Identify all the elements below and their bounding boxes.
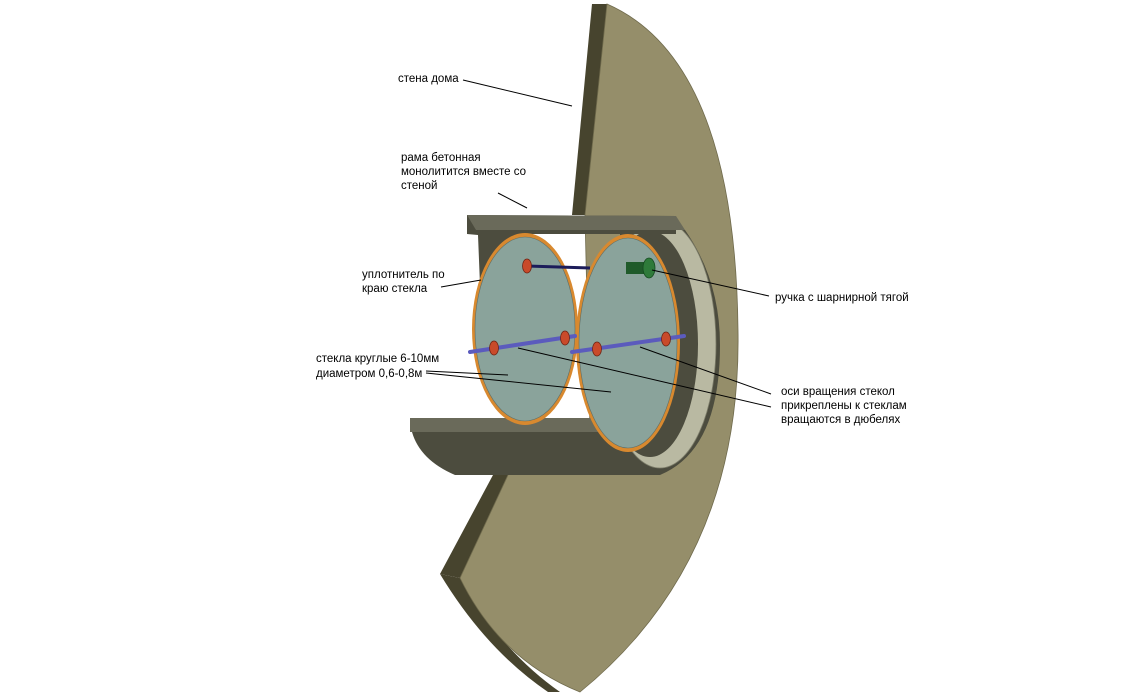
label-axes-3: вращаются в дюбелях (781, 414, 900, 426)
leader-axes-2 (639, 346, 772, 395)
label-wall: стена дома (398, 73, 459, 85)
handle-shaft (626, 262, 646, 274)
frame-bottom-slab (410, 418, 620, 432)
leader-axes-1 (517, 347, 772, 408)
label-handle: ручка с шарнирной тягой (775, 292, 909, 304)
frame-bottom-lug (412, 432, 620, 475)
leader-frame (497, 192, 528, 209)
label-glass-1: стекла круглые 6-10мм (316, 353, 439, 365)
label-seal-1: уплотнитель по (362, 269, 445, 281)
handle-knob (642, 257, 656, 279)
handle (626, 257, 656, 279)
label-axes-1: оси вращения стекол (781, 386, 895, 398)
label-glass-2: диаметром 0,6-0,8м (316, 368, 422, 380)
leader-wall (462, 79, 573, 107)
annotation-labels: стена дома рама бетонная монолитится вме… (316, 73, 909, 426)
frame-top-face (467, 215, 685, 230)
leader-handle (651, 269, 770, 297)
label-seal-2: краю стекла (362, 283, 428, 295)
leader-glass-1 (425, 370, 509, 376)
wall-edge-upper (572, 4, 607, 215)
label-frame-2: монолитится вместе со (401, 166, 526, 178)
top-linkage-rod (526, 264, 591, 270)
leader-seal (440, 279, 482, 288)
pin-left-outer (489, 340, 499, 356)
leader-lines (425, 79, 772, 408)
leader-glass-2 (425, 372, 612, 393)
pin-left-inner (560, 330, 570, 346)
pin-right-outer (592, 341, 602, 357)
rotation-axes (468, 258, 686, 357)
label-axes-2: прикреплены к стеклам (781, 400, 907, 412)
wall-edge-bottom (440, 574, 560, 692)
axis-left (468, 334, 577, 354)
label-frame-3: стеной (401, 180, 437, 192)
pin-top (522, 258, 532, 274)
label-frame-1: рама бетонная (401, 152, 481, 164)
pin-right-inner (661, 331, 671, 347)
